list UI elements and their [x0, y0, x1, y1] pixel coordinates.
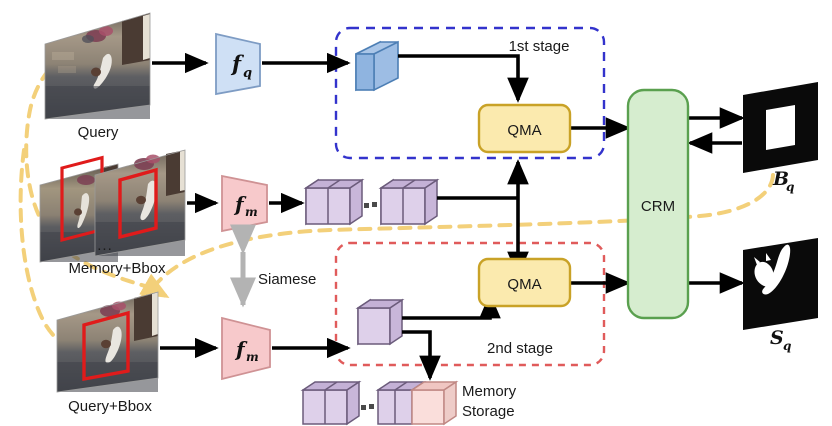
- siamese-link: Siamese: [229, 224, 316, 308]
- stage-1-region: 1st stage: [334, 26, 606, 160]
- module-qma-bottom-label: QMA: [507, 276, 541, 293]
- output-sq-subscript: q: [783, 339, 791, 353]
- encoder-fm-top[interactable]: f m: [221, 174, 268, 233]
- memory-stack-ellipsis: ...: [97, 237, 113, 254]
- input-query-label: Query: [78, 124, 119, 141]
- module-qma-top[interactable]: QMA: [477, 103, 572, 154]
- module-qma-bottom[interactable]: QMA: [477, 257, 572, 308]
- encoder-fm-bottom[interactable]: f m: [221, 316, 271, 381]
- output-sq-mask: S q: [743, 238, 818, 353]
- encoder-fm-top-label: f: [233, 192, 247, 216]
- feature-cubes-memory: [303, 178, 440, 226]
- siamese-label: Siamese: [258, 271, 316, 288]
- memory-storage-label-line2: Storage: [462, 403, 515, 420]
- stage-2-label: 2nd stage: [487, 340, 553, 357]
- feature-cube-query: [355, 40, 399, 92]
- encoder-fq[interactable]: f q: [215, 32, 261, 96]
- input-memory-label: Memory+Bbox: [68, 260, 166, 277]
- module-crm-label: CRM: [641, 198, 675, 215]
- input-memory-bbox-images: ... Memory+Bbox: [39, 149, 186, 277]
- encoder-fm-bottom-subscript: m: [246, 350, 259, 364]
- module-qma-top-label: QMA: [507, 122, 541, 139]
- memory-storage-label-line1: Memory: [462, 383, 517, 400]
- output-sq-label: S: [770, 327, 784, 349]
- encoder-fm-top-subscript: m: [245, 205, 258, 219]
- output-bq-label: B: [772, 168, 789, 190]
- feature-cube-query-stage2: [355, 298, 405, 346]
- stage-2-region: 2nd stage: [334, 241, 606, 367]
- encoder-fq-subscript: q: [243, 66, 252, 81]
- stage-1-label: 1st stage: [509, 38, 570, 55]
- input-query-bbox-image: Query+Bbox: [56, 291, 159, 415]
- memory-storage-cubes: Memory Storage: [300, 380, 517, 426]
- output-bq-mask: B q: [743, 82, 818, 194]
- input-query-bbox-label: Query+Bbox: [68, 398, 152, 415]
- input-query-image: Query: [44, 12, 151, 141]
- encoder-fm-bottom-label: f: [234, 337, 248, 361]
- output-bq-subscript: q: [786, 180, 794, 194]
- module-crm[interactable]: CRM: [626, 88, 690, 320]
